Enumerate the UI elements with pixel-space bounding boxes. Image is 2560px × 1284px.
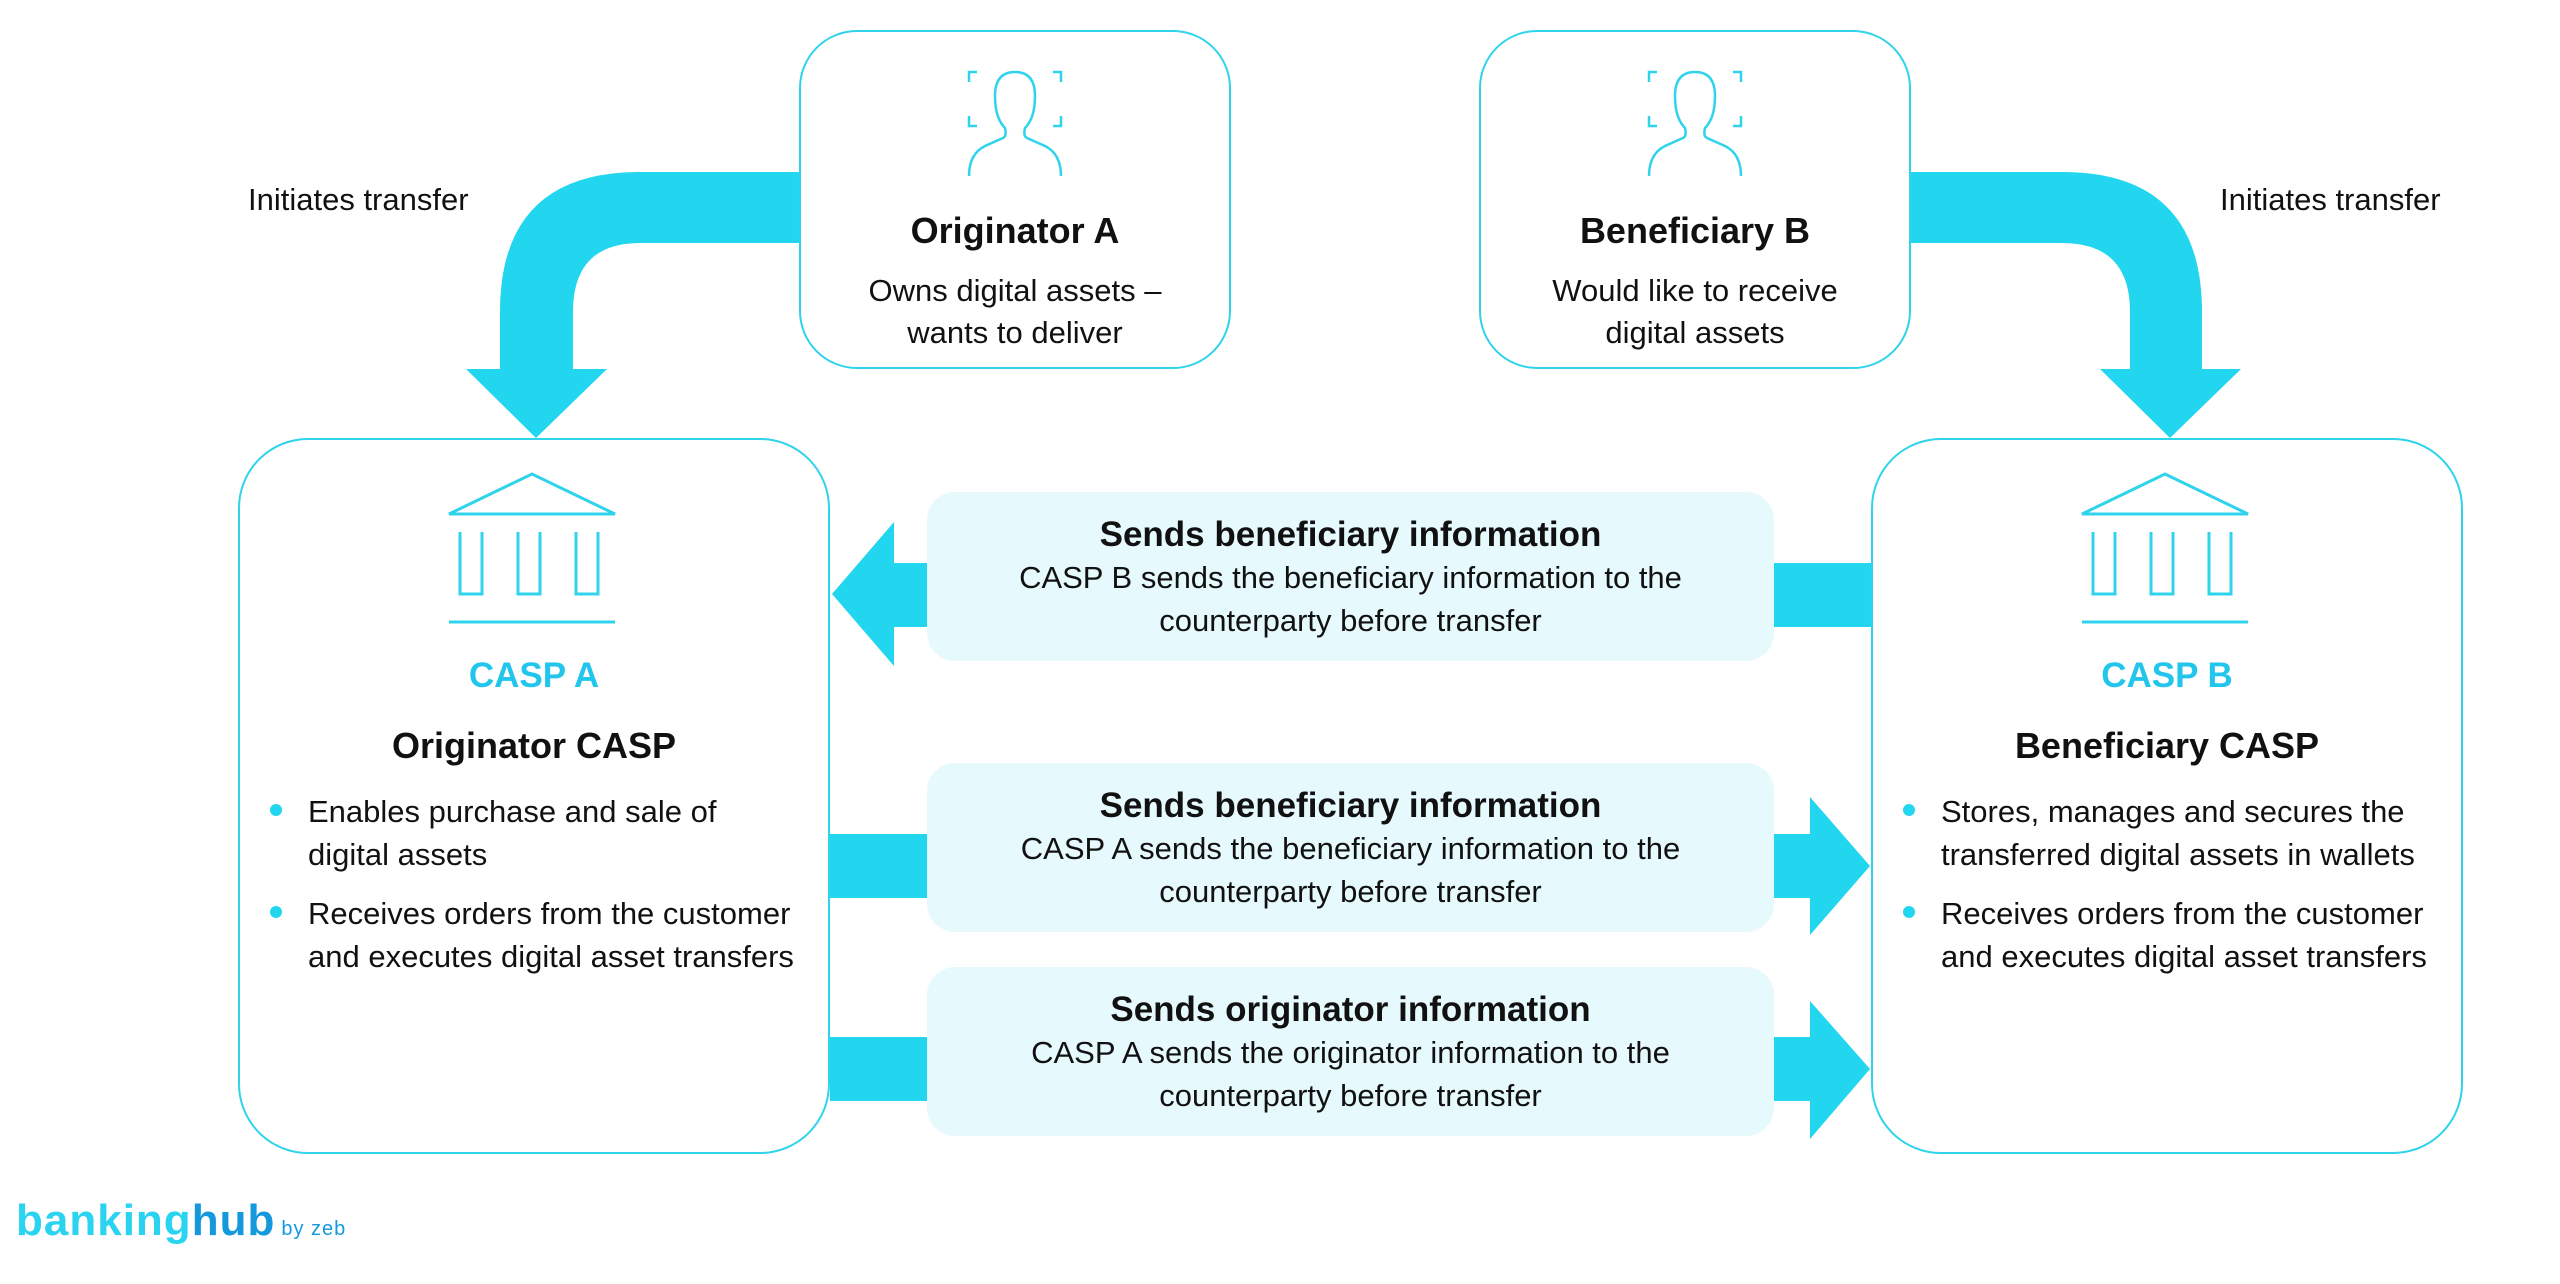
casp-b-card: CASP B Beneficiary CASP Stores, manages …: [1871, 438, 2463, 1154]
bank-icon: [448, 472, 616, 624]
person-scan-icon: [1647, 70, 1743, 177]
casp-a-code: CASP A: [468, 656, 600, 695]
casp-b-bullet: Receives orders from the customer and ex…: [1903, 892, 2431, 978]
beneficiary-description: Would like to receive digital assets: [1552, 273, 1838, 350]
beneficiary-title: Beneficiary B: [1579, 210, 1811, 251]
casp-b-bullets: Stores, manages and secures the transfer…: [1903, 790, 2431, 994]
casp-b-code: CASP B: [2101, 656, 2233, 695]
initiates-transfer-arrow-right: [1900, 172, 2241, 438]
logo-part-banking: banking: [16, 1196, 192, 1245]
initiates-transfer-label-left: Initiates transfer: [248, 182, 469, 217]
casp-a-card: CASP A Originator CASP Enables purchase …: [238, 438, 830, 1154]
message-title: Sends beneficiary information: [1099, 786, 1602, 825]
beneficiary-card: Beneficiary B Would like to receive digi…: [1479, 30, 1911, 369]
message-description: CASP A sends the beneficiary information…: [1020, 831, 1681, 909]
message-box-3: Sends originator information CASP A send…: [927, 967, 1774, 1136]
message-description: CASP A sends the originator information …: [1031, 1035, 1670, 1113]
logo-suffix: by zeb: [281, 1218, 347, 1240]
casp-a-bullets: Enables purchase and sale of digital ass…: [270, 790, 798, 994]
originator-card: Originator A Owns digital assets – wants…: [799, 30, 1231, 369]
logo-part-hub: hub: [191, 1196, 276, 1245]
originator-description: Owns digital assets – wants to deliver: [868, 273, 1162, 350]
bullet-icon: [1903, 906, 1915, 918]
message-description: CASP B sends the beneficiary information…: [1019, 560, 1682, 638]
person-scan-icon: [967, 70, 1063, 177]
message-box-1: Sends beneficiary information CASP B sen…: [927, 492, 1774, 661]
initiates-transfer-arrow-left: [466, 172, 810, 438]
initiates-transfer-label-right: Initiates transfer: [2220, 182, 2441, 217]
casp-a-bullet: Enables purchase and sale of digital ass…: [270, 790, 798, 876]
casp-b-name: Beneficiary CASP: [2014, 725, 2320, 766]
casp-a-bullet: Receives orders from the customer and ex…: [270, 892, 798, 978]
bullet-icon: [270, 906, 282, 918]
message-title: Sends originator information: [1110, 990, 1591, 1029]
originator-title: Originator A: [910, 210, 1120, 251]
message-title: Sends beneficiary information: [1099, 515, 1602, 554]
bullet-icon: [1903, 804, 1915, 816]
casp-b-bullet: Stores, manages and secures the transfer…: [1903, 790, 2431, 876]
bullet-icon: [270, 804, 282, 816]
casp-a-name: Originator CASP: [391, 725, 677, 766]
bank-icon: [2081, 472, 2249, 624]
message-box-2: Sends beneficiary information CASP A sen…: [927, 763, 1774, 932]
